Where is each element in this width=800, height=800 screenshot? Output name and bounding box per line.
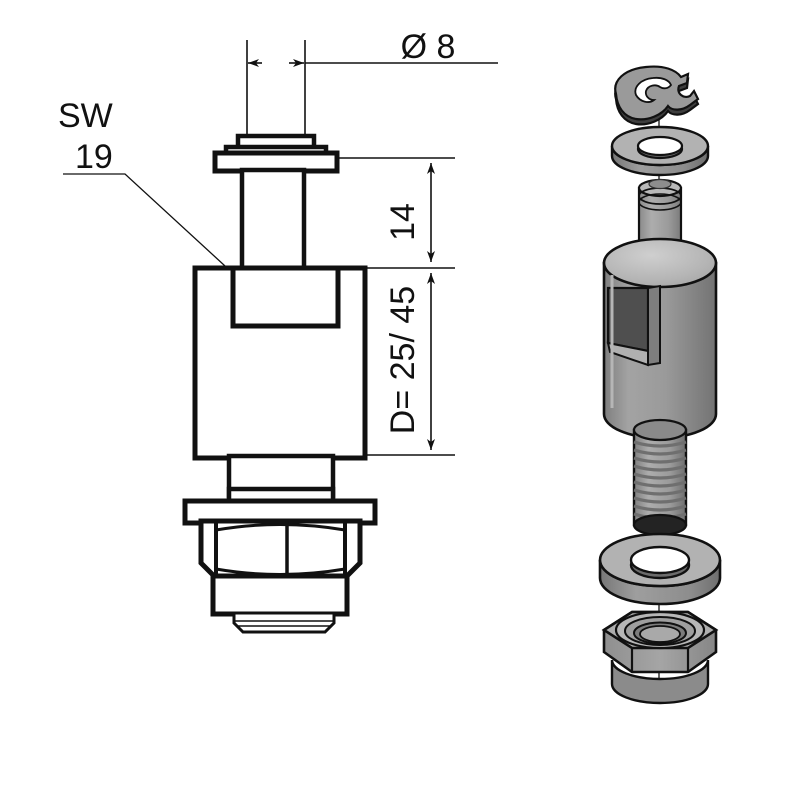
diameter-dimension-group: Ø 8 bbox=[246, 28, 498, 150]
internal-bore bbox=[230, 266, 341, 329]
nut-flange-side bbox=[610, 659, 710, 705]
exploded-view-group bbox=[598, 65, 722, 705]
diameter-dimension-label: Ø 8 bbox=[401, 28, 456, 66]
pin-center-dimple bbox=[648, 178, 672, 190]
upper-length-label: 14 bbox=[384, 203, 422, 241]
pin-shaft bbox=[239, 167, 307, 273]
wrench-size-callout-group: SW 19 bbox=[58, 97, 263, 301]
e-clip-inner-mouth bbox=[634, 76, 673, 103]
bottom-washer-hole bbox=[629, 545, 691, 575]
hex-flange-nut bbox=[601, 610, 719, 705]
wrench-size-leader-line bbox=[63, 173, 263, 301]
body-depth-label: D= 25/ 45 bbox=[384, 286, 422, 434]
wrench-size-label-value: 19 bbox=[75, 138, 113, 176]
bottom-flat-washer bbox=[598, 532, 722, 606]
top-flat-washer bbox=[610, 125, 710, 177]
section-view-part bbox=[182, 133, 378, 634]
section-view-group: Ø 8 SW 19 14 D= 25/ 45 bbox=[58, 28, 498, 634]
thread-shoulder-face bbox=[632, 418, 688, 442]
pin-top-groove-2 bbox=[638, 193, 682, 211]
hex-nut-profile bbox=[198, 518, 363, 581]
thread-tail bbox=[232, 611, 336, 634]
wrench-size-label-sw: SW bbox=[58, 97, 113, 135]
body-cutout-right-wall bbox=[647, 284, 661, 367]
vertical-dimension-group: 14 D= 25/ 45 bbox=[335, 157, 455, 456]
thread-bands bbox=[633, 440, 687, 520]
e-clip-top-face bbox=[614, 65, 700, 121]
e-clip-retaining-ring bbox=[614, 65, 700, 126]
threaded-shaft bbox=[632, 418, 688, 537]
hex-nut-chamfer-top bbox=[215, 523, 346, 532]
nut-bore bbox=[639, 625, 681, 643]
nut-flange bbox=[210, 573, 350, 617]
clamping-bolt-body bbox=[602, 237, 718, 440]
thread-bottom-face bbox=[632, 513, 688, 537]
body-flat-cutout-face bbox=[606, 286, 650, 353]
body-top-face bbox=[602, 237, 718, 289]
top-washer-hole bbox=[636, 135, 684, 157]
